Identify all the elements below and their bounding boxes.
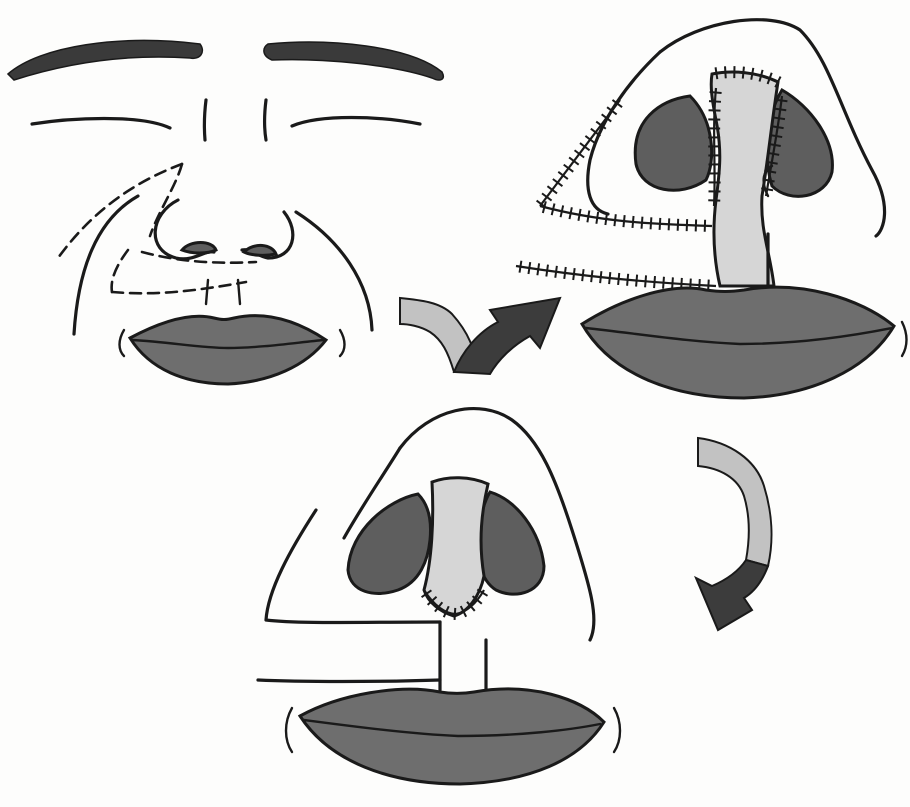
suture-tick [710,92,722,93]
nostril-right-panel-2 [767,90,833,196]
suture-tick [632,216,633,228]
suture-tick [455,608,456,620]
suture-tick [546,265,548,277]
suture-tick [669,218,670,230]
panel-frontal-face [8,41,443,384]
suture-tick [618,273,619,285]
panel-result [258,409,620,784]
suture-tick [537,263,539,275]
suture-tick [573,268,574,280]
nostril-right-panel-3 [478,492,544,594]
suture-tick [709,101,721,102]
nose-bridge-left [204,100,206,140]
suture-tick [645,275,646,287]
suture-tick [591,270,592,282]
suture-tick [660,218,661,230]
suture-tick [575,150,585,157]
left-eyebrow [8,41,202,80]
suture-tick [596,212,598,224]
suture-tick [609,272,610,284]
suture-tick [561,205,564,217]
suture-tick [555,266,557,278]
suture-tick [678,219,679,231]
suture-tick [600,271,601,283]
arrow-2-tail [698,438,771,566]
suture-tick [569,157,579,164]
suture-tick [642,217,643,229]
suture-tick [580,143,590,150]
suture-tick [520,261,522,273]
nasolabial-fold-right [296,212,372,330]
nasolabial-fold-left [74,196,138,334]
suture-tick [552,203,555,215]
panel-flap-transposition [516,20,907,398]
lips-panel-1 [130,316,326,384]
suture-tick [663,277,664,289]
philtrum-left [206,280,208,304]
suture-tick [547,186,557,193]
nostril-right [244,245,276,255]
suture-tick [651,217,652,229]
suture-tick [725,66,726,78]
upper-lip-line-panel-3 [258,680,440,682]
arrow-step-2 [696,438,771,630]
cheek-right-panel-3 [614,708,620,752]
cheek-left-panel-1 [120,330,125,356]
nostril-left [182,243,216,254]
lips-panel-2 [582,287,894,398]
suture-tick [614,214,615,226]
dashed-flap-lower [112,282,246,293]
suture-tick [623,215,624,227]
arrow-1-head [454,298,560,374]
suture-tick [654,276,655,288]
left-eye [32,119,170,129]
arrow-step-1 [400,298,560,374]
suture-tick [569,207,571,219]
suture-tick [553,179,563,186]
right-eyebrow [264,42,443,80]
cheek-left-panel-3 [286,708,292,752]
suture-tick [578,209,580,221]
suture-tick [627,274,628,286]
suture-tick [528,262,530,274]
suture-tick [743,67,744,79]
cheek-right-panel-2 [902,322,907,356]
suture-tick [564,165,574,172]
suture-tick [636,275,637,287]
nostril-left-panel-2 [635,96,711,190]
suture-tick [542,193,552,200]
suture-tick [582,269,583,281]
suture-tick [558,172,568,179]
dashed-flap-side [112,250,128,292]
arrow-2-head [696,560,768,630]
nose-bridge-right [265,100,267,140]
suture-tick [585,136,595,143]
reconstructed-columella [424,478,488,616]
suture-tick [587,211,589,223]
suture-tick [564,267,566,279]
cheek-right-panel-1 [340,330,345,356]
right-eye [292,118,420,127]
